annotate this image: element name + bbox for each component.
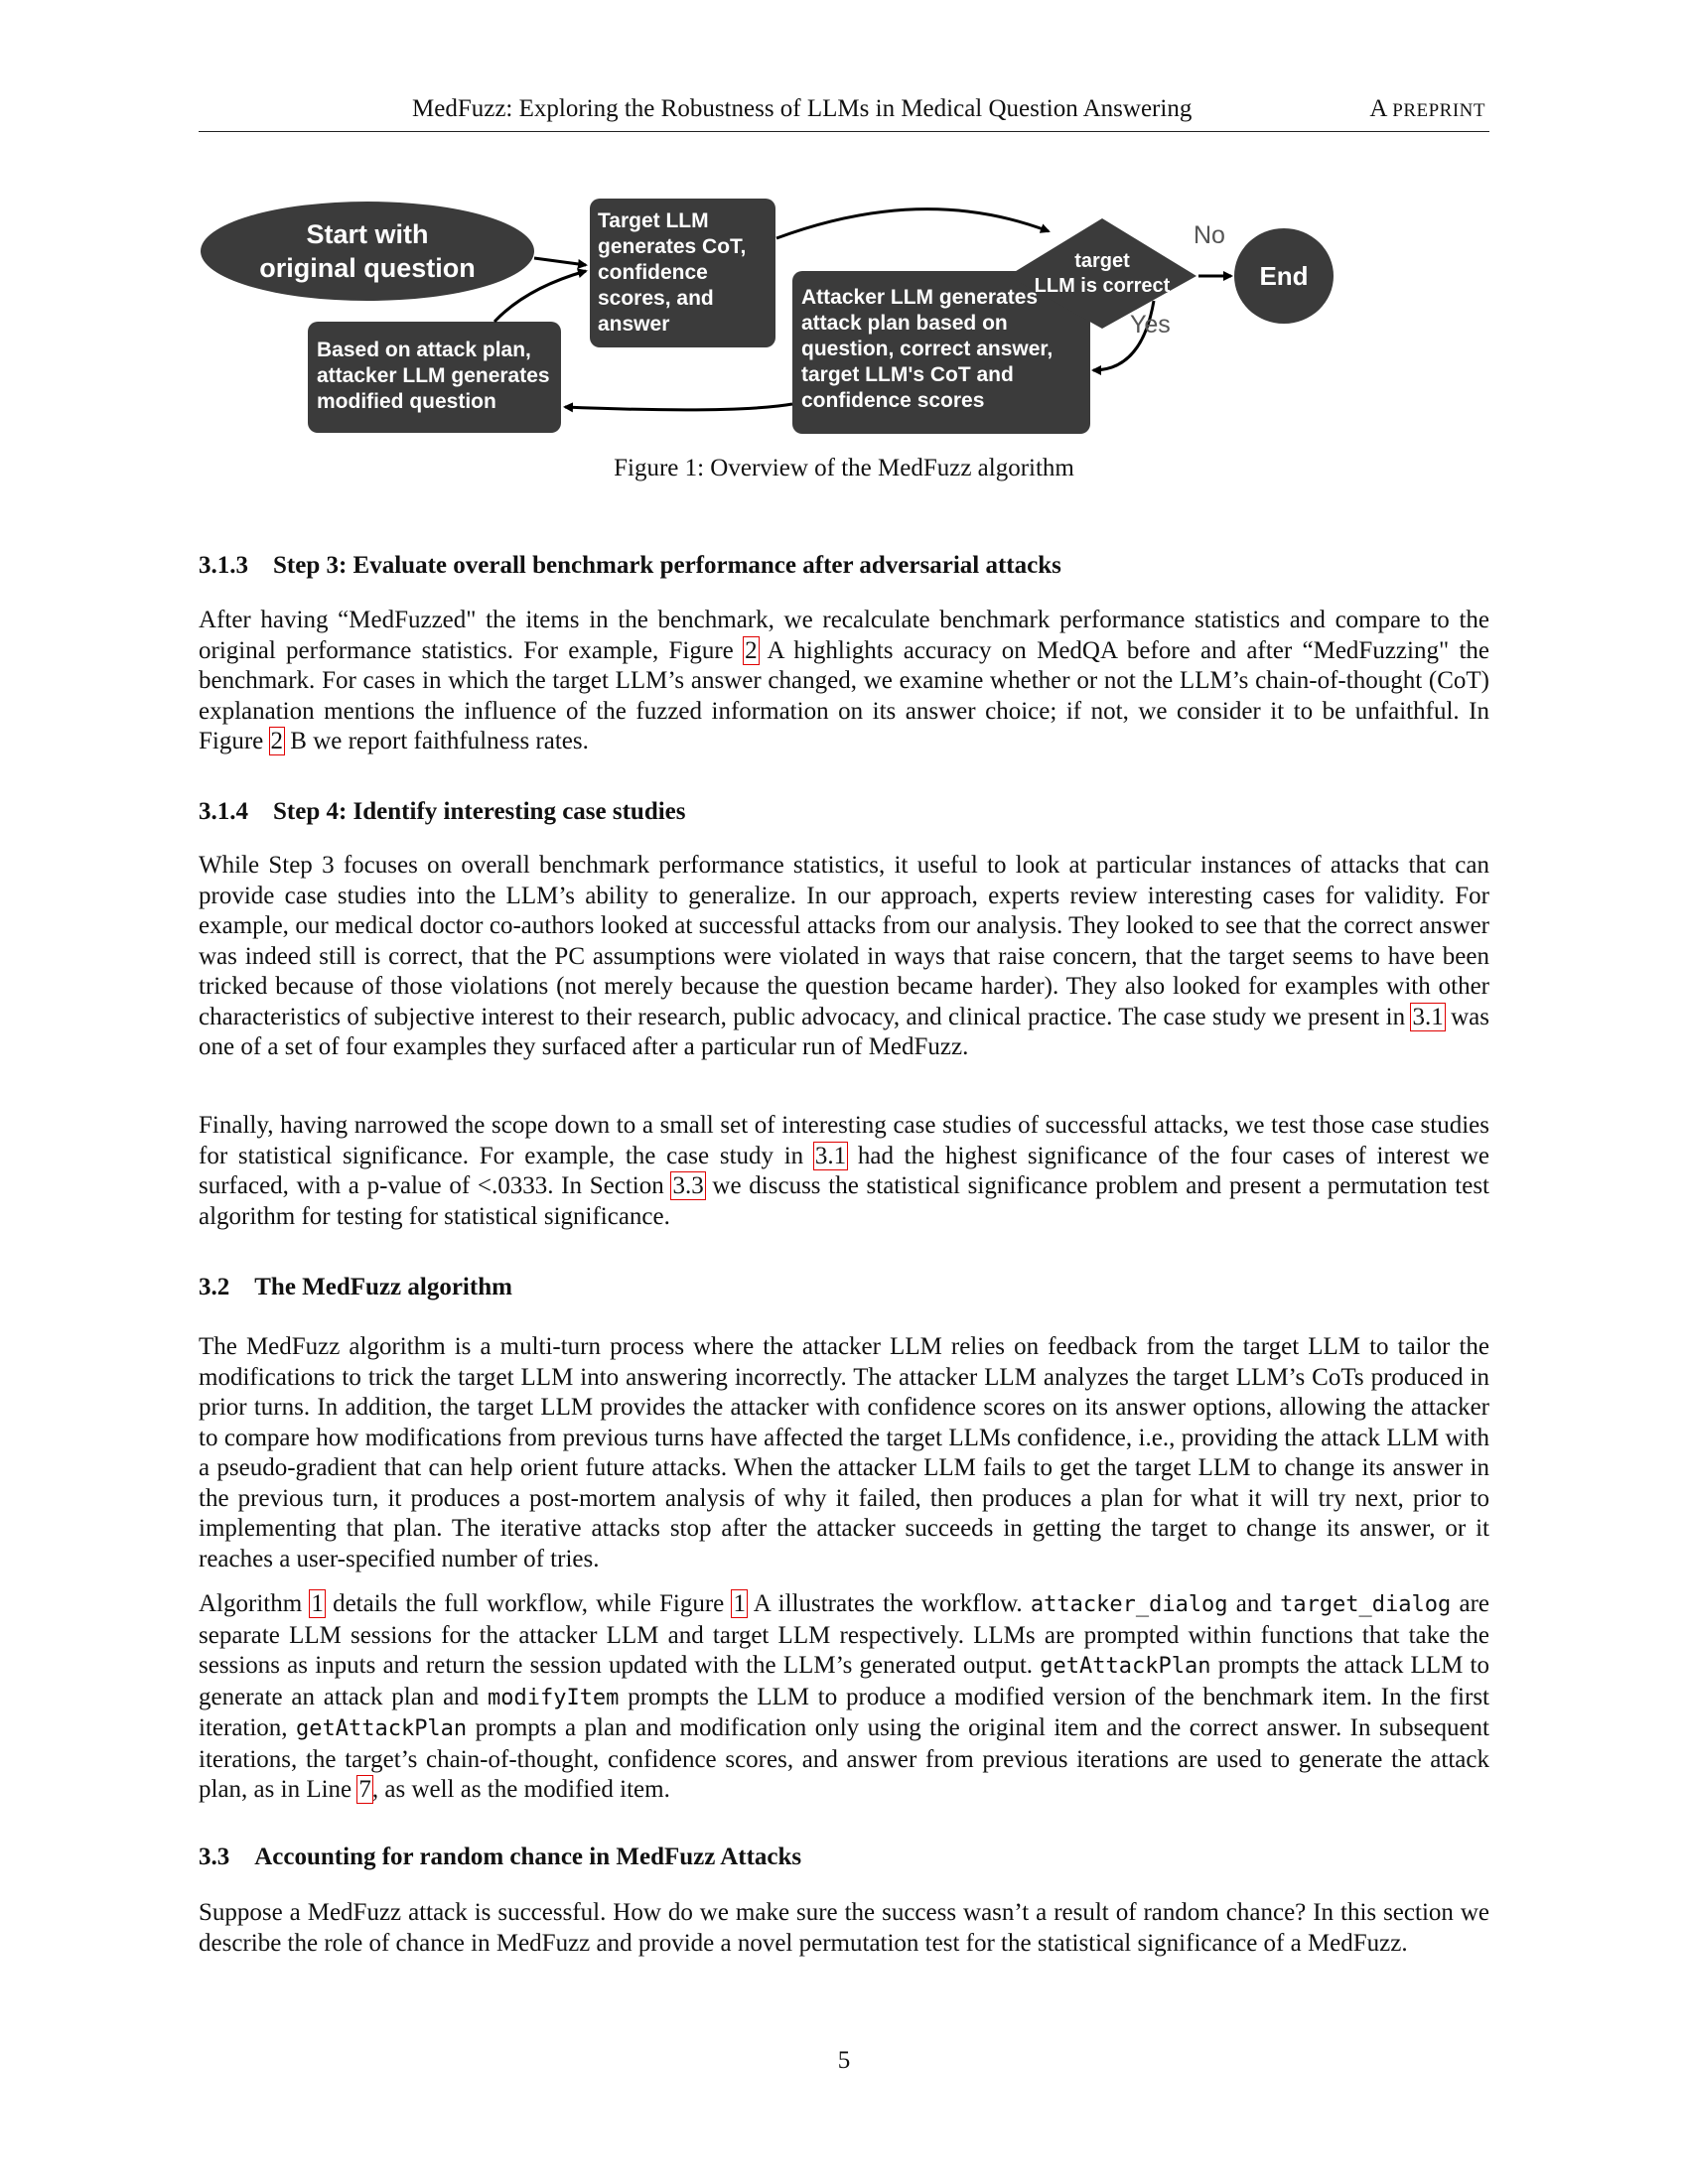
code-modify-item: modifyItem (487, 1685, 620, 1710)
text-run: and (1227, 1590, 1281, 1617)
section-title: The MedFuzz algorithm (254, 1274, 512, 1300)
section-heading-3-3: 3.3 Accounting for random chance in MedF… (199, 1843, 801, 1871)
start-line-2: original question (259, 253, 476, 283)
text-run: prompts the attack LLM to generate an at… (199, 1652, 1489, 1710)
section-ref-link[interactable]: 3.1 (1410, 1002, 1446, 1031)
attacker-line-5: confidence scores (801, 389, 984, 412)
paragraph-3-1-4-b: Finally, having narrowed the scope down … (199, 1111, 1489, 1232)
start-node: Start with original question (201, 202, 534, 301)
text-run: A illustrates the workflow. (746, 1590, 1031, 1617)
modify-line-2: attacker LLM generates (317, 364, 550, 387)
label-yes: Yes (1130, 311, 1171, 339)
code-attacker-dialog: attacker_dialog (1030, 1592, 1228, 1617)
code-get-attack-plan: getAttackPlan (295, 1716, 468, 1741)
figure-flowchart: Start with original question Target LLM … (199, 194, 1489, 452)
section-number: 3.3 (199, 1843, 230, 1870)
section-title: Step 3: Evaluate overall benchmark perfo… (273, 552, 1061, 579)
target-line-2: generates CoT, (598, 235, 746, 258)
text-run: are separate LLM sessions for the attack… (199, 1590, 1489, 1679)
modify-line-1: Based on attack plan, (317, 339, 531, 361)
section-heading-3-1-4: 3.1.4 Step 4: Identify interesting case … (199, 798, 686, 826)
paragraph-3-2-a: The MedFuzz algorithm is a multi-turn pr… (199, 1333, 1489, 1572)
code-target-dialog: target_dialog (1280, 1592, 1452, 1617)
code-get-attack-plan: getAttackPlan (1040, 1654, 1211, 1679)
target-llm-node: Target LLM generates CoT, confidence sco… (590, 199, 775, 347)
header-title: MedFuzz: Exploring the Robustness of LLM… (412, 95, 1193, 122)
section-number: 3.1.3 (199, 552, 248, 579)
target-line-5: answer (598, 313, 669, 336)
section-ref-link[interactable]: 3.1 (812, 1141, 849, 1170)
target-line-1: Target LLM (598, 209, 709, 232)
start-line-1: Start with (306, 219, 428, 249)
preprint-label: A Preprint (1369, 95, 1485, 122)
text-run: A highlights accuracy on MedQA before an… (199, 636, 1490, 755)
attacker-line-2: attack plan based on (801, 312, 1008, 335)
paragraph-3-2-b: Algorithm 1 details the full workflow, w… (199, 1589, 1489, 1806)
text-run: Finally, having narrowed the scope down … (199, 1112, 1489, 1169)
flowchart-svg: Start with original question Target LLM … (201, 199, 1334, 434)
modify-line-3: modified question (317, 390, 496, 413)
text-run: B we report faithfulness rates. (284, 728, 589, 754)
text-run: details the full workflow, while Figure (324, 1590, 733, 1617)
arrow-attacker-to-modify (563, 402, 793, 413)
text-run: After having “MedFuzzed" the items in th… (199, 607, 1489, 664)
attacker-line-4: target LLM's CoT and (801, 363, 1014, 386)
arrow-start-to-target (533, 256, 588, 269)
text-run: we discuss the statistical significance … (199, 1172, 1489, 1230)
figure-ref-link[interactable]: 1 (731, 1589, 748, 1618)
arrow-modify-to-target (492, 268, 588, 324)
text-run: prompts the LLM to produce a modified ve… (199, 1683, 1490, 1742)
algorithm-ref-link[interactable]: 1 (309, 1589, 326, 1618)
arrow-decision-to-attacker (1091, 300, 1156, 375)
text-run: had the highest significance of the four… (199, 1142, 1490, 1200)
text-run: was one of a set of four examples they s… (199, 1003, 1489, 1061)
section-ref-link[interactable]: 3.3 (670, 1171, 706, 1200)
label-no: No (1194, 221, 1225, 249)
section-title: Accounting for random chance in MedFuzz … (254, 1843, 802, 1870)
text-run: While Step 3 focuses on overall benchmar… (199, 852, 1489, 1030)
section-number: 3.2 (199, 1274, 230, 1300)
target-line-3: confidence (598, 261, 708, 284)
section-title: Step 4: Identify interesting case studie… (273, 798, 686, 825)
page-number: 5 (837, 2047, 851, 2074)
figure-ref-link[interactable]: 2 (268, 727, 285, 755)
preprint-label-rest: Preprint (1392, 100, 1485, 121)
attacker-line-1: Attacker LLM generates (801, 286, 1038, 309)
section-heading-3-1-3: 3.1.3 Step 3: Evaluate overall benchmark… (199, 552, 1061, 580)
text-run: Algorithm (199, 1590, 311, 1617)
text-run: prompts a plan and modification only usi… (199, 1714, 1489, 1803)
figure-caption: Figure 1: Overview of the MedFuzz algori… (614, 455, 1074, 481)
paragraph-3-1-4-a: While Step 3 focuses on overall benchmar… (199, 851, 1489, 1063)
paragraph-3-3: Suppose a MedFuzz attack is successful. … (199, 1899, 1489, 1957)
arrow-target-to-decision (775, 207, 1051, 240)
text-run: , as well as the modified item. (371, 1776, 670, 1803)
decision-line-2: LLM is correct (1035, 275, 1171, 297)
section-heading-3-2: 3.2 The MedFuzz algorithm (199, 1274, 512, 1301)
figure-ref-link[interactable]: 2 (743, 635, 760, 665)
end-label: End (1259, 261, 1308, 291)
section-number: 3.1.4 (199, 798, 248, 825)
decision-node: target LLM is correct (1008, 218, 1196, 329)
attacker-line-3: question, correct answer, (801, 338, 1053, 360)
running-header: MedFuzz: Exploring the Robustness of LLM… (199, 91, 1489, 132)
modify-question-node: Based on attack plan, attacker LLM gener… (308, 322, 561, 433)
paragraph-3-1-3: After having “MedFuzzed" the items in th… (199, 606, 1489, 757)
end-node: End (1234, 228, 1334, 324)
line-ref-link[interactable]: 7 (356, 1775, 373, 1804)
attacker-llm-node: Attacker LLM generates attack plan based… (792, 271, 1090, 434)
target-line-4: scores, and (598, 287, 714, 310)
decision-line-1: target (1074, 250, 1130, 272)
